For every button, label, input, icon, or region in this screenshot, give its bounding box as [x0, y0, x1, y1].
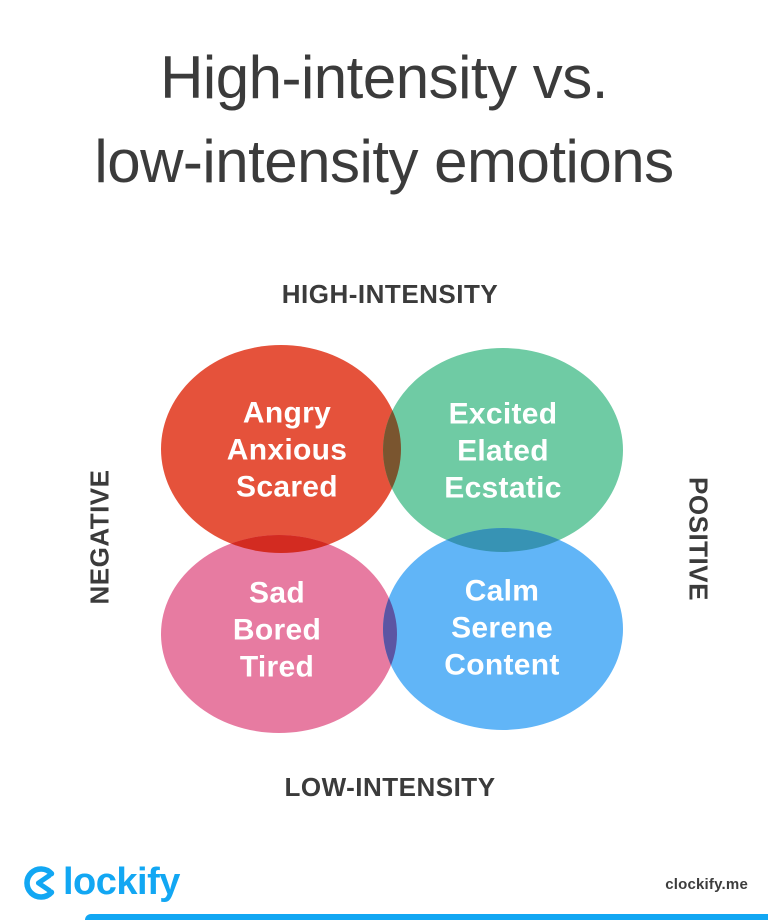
emotion-list-high-positive: Excited Elated Ecstatic	[444, 396, 561, 507]
emotion-line: Excited	[448, 397, 558, 431]
emotion-line: Sad	[249, 576, 305, 610]
site-url: clockify.me	[665, 876, 748, 893]
emotion-line: Ecstatic	[444, 471, 562, 505]
page-title-line2: low-intensity emotions	[94, 128, 674, 195]
clockify-wordmark: lockify	[63, 861, 180, 903]
emotion-line: Elated	[457, 434, 549, 468]
emotion-line: Scared	[236, 470, 338, 504]
emotion-list-high-negative: Angry Anxious Scared	[227, 395, 347, 506]
footer-bar	[85, 914, 768, 920]
emotion-line: Bored	[232, 613, 322, 647]
emotion-line: Serene	[451, 611, 553, 645]
axis-label-negative: NEGATIVE	[84, 469, 115, 605]
axis-label-low-intensity: LOW-INTENSITY	[284, 772, 496, 802]
circle-high-negative	[161, 345, 401, 553]
page-title-line1: High-intensity vs.	[160, 44, 608, 111]
emotion-list-low-positive: Calm Serene Content	[444, 573, 559, 684]
circle-low-positive	[383, 528, 623, 730]
clock-c-icon	[20, 862, 62, 904]
axis-label-positive: POSITIVE	[683, 477, 714, 601]
emotion-line: Tired	[239, 650, 315, 684]
axis-label-high-intensity: HIGH-INTENSITY	[281, 279, 499, 309]
emotion-list-low-negative: Sad Bored Tired	[233, 575, 321, 686]
circle-low-negative	[161, 535, 397, 733]
clockify-logo: lockify	[20, 861, 180, 904]
emotion-line: Content	[444, 648, 560, 682]
emotion-line: Angry	[242, 396, 332, 430]
emotion-line: Calm	[464, 574, 540, 608]
page-title: High-intensity vs. low-intensity emotion…	[0, 36, 768, 204]
circle-high-positive	[383, 348, 623, 552]
emotion-line: Anxious	[226, 433, 348, 467]
